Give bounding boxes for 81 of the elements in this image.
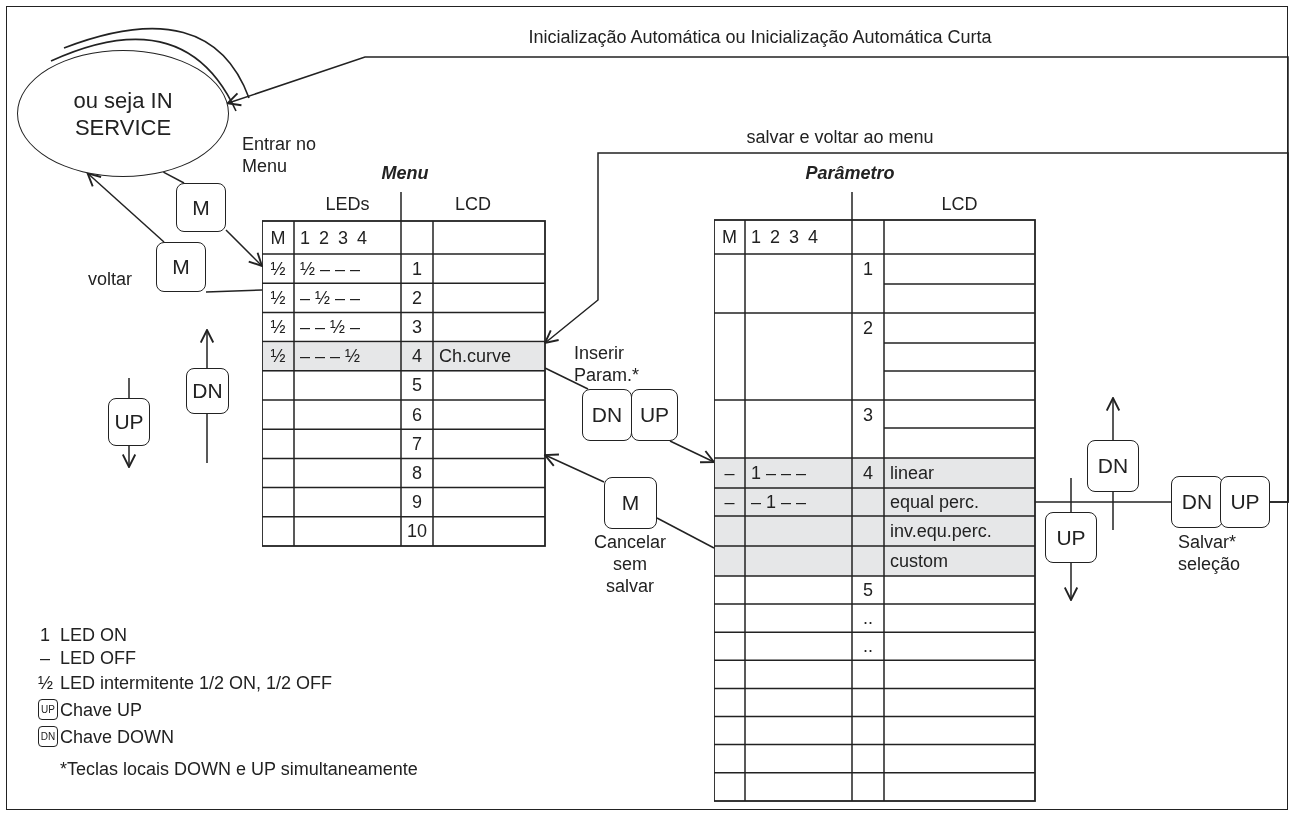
- row-number: 4: [863, 462, 873, 484]
- led-states: – – – ½: [300, 345, 361, 368]
- row-number: ..: [863, 635, 873, 658]
- key-caption: Entrar no Menu: [242, 133, 318, 177]
- key-button: UP: [1220, 476, 1270, 528]
- table-title: Menu: [381, 162, 429, 184]
- led-state: ½: [270, 257, 286, 280]
- row-number: 8: [412, 462, 422, 484]
- column-header: LEDs: [325, 193, 370, 215]
- connector-line: [656, 517, 715, 549]
- arrow: [86, 172, 165, 243]
- key-button: DN: [1087, 440, 1139, 492]
- column-header: M: [270, 226, 286, 249]
- key-icon: UP: [38, 699, 58, 720]
- column-header: 1 2 3 4: [300, 226, 368, 249]
- key-caption: Salvar* seleção: [1178, 531, 1242, 575]
- row-number: 10: [407, 520, 427, 543]
- arrow: [669, 440, 715, 464]
- key-caption: Inserir Param.*: [574, 342, 641, 386]
- key-icon: DN: [38, 726, 58, 747]
- connector-line: [1034, 501, 1172, 503]
- key-button: M: [176, 183, 226, 232]
- led-state: ½: [270, 345, 286, 368]
- key-button: UP: [1045, 512, 1097, 563]
- led-states: – ½ – –: [300, 286, 361, 309]
- legend-text: LED intermitente 1/2 ON, 1/2 OFF: [60, 672, 333, 694]
- arrow: [226, 56, 1289, 503]
- column-header: M: [722, 226, 737, 248]
- row-number: 2: [863, 317, 873, 339]
- legend-text: Chave DOWN: [60, 726, 175, 748]
- row-number: ..: [863, 607, 873, 630]
- key-caption: voltar: [88, 268, 133, 290]
- lcd-text: custom: [890, 550, 949, 572]
- row-number: 1: [412, 257, 422, 280]
- legend-symbol: –: [40, 647, 50, 669]
- led-states: 1 – – –: [751, 462, 807, 484]
- led-state: –: [724, 462, 735, 484]
- row-number: 9: [412, 491, 422, 514]
- column-header: LCD: [941, 193, 978, 215]
- row-number: 2: [412, 286, 422, 309]
- key-button: M: [604, 477, 657, 529]
- column-header: LCD: [455, 193, 491, 215]
- column-header: 1 2 3 4: [751, 226, 819, 248]
- table-title: Parâmetro: [805, 162, 895, 184]
- key-button: UP: [631, 389, 678, 441]
- key-button: DN: [186, 368, 229, 414]
- key-caption: Cancelar sem salvar: [592, 531, 667, 597]
- led-states: – 1 – –: [751, 491, 807, 513]
- key-button: M: [156, 242, 206, 292]
- footnote: *Teclas locais DOWN e UP simultaneamente: [60, 758, 418, 780]
- connector-line: [544, 367, 589, 390]
- led-state: ½: [270, 286, 286, 309]
- connector-line: [205, 289, 263, 293]
- led-states: – – ½ –: [300, 316, 361, 338]
- row-number: 4: [412, 345, 422, 368]
- state-ellipse: ou seja IN SERVICE: [17, 50, 229, 177]
- row-number: 1: [863, 258, 873, 280]
- led-states: ½ – – –: [300, 257, 361, 280]
- legend-symbol: ½: [38, 672, 53, 694]
- legend-text: LED ON: [60, 624, 128, 646]
- key-button: DN: [582, 389, 632, 441]
- row-number: 5: [412, 374, 422, 397]
- key-button: DN: [1171, 476, 1223, 528]
- arrow: [544, 453, 605, 483]
- row-number: 6: [412, 403, 422, 426]
- row-number: 5: [863, 579, 873, 602]
- legend-symbol: 1: [40, 624, 50, 646]
- row-number: 3: [863, 404, 873, 426]
- led-state: ½: [270, 316, 286, 338]
- row-number: 7: [412, 432, 422, 455]
- legend-text: LED OFF: [60, 647, 136, 669]
- lcd-text: inv.equ.perc.: [890, 520, 992, 542]
- key-button: UP: [108, 398, 150, 446]
- legend-text: Chave UP: [60, 699, 143, 721]
- row-number: 3: [412, 316, 422, 338]
- lcd-text: Ch.curve: [439, 345, 512, 368]
- lcd-text: linear: [890, 462, 935, 484]
- connector-line: [162, 171, 185, 184]
- led-state: –: [724, 491, 735, 513]
- lcd-text: equal perc.: [890, 491, 980, 513]
- arrow: [225, 229, 263, 267]
